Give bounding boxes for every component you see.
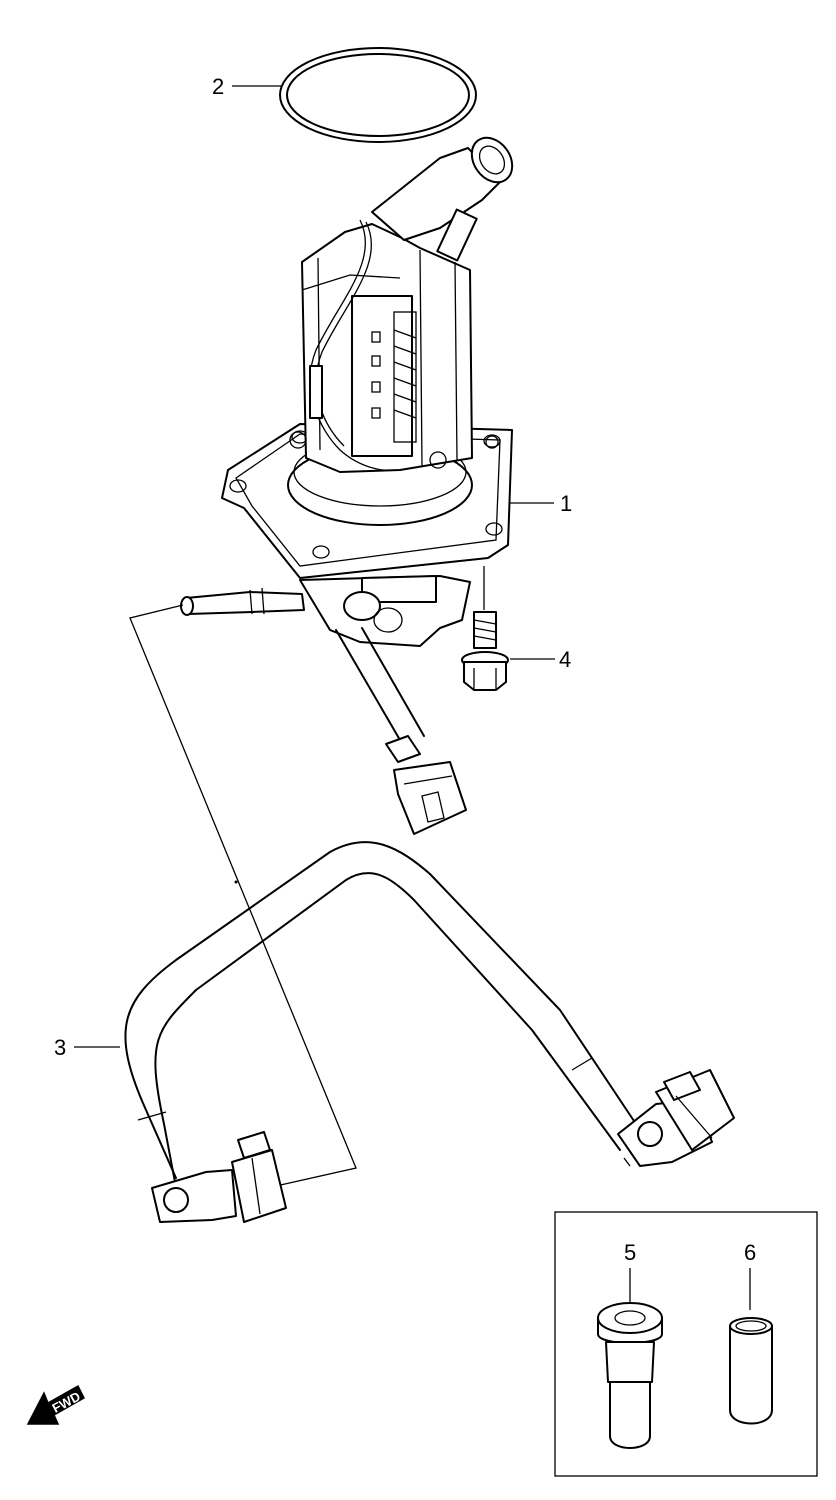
small-parts-inset xyxy=(554,1211,818,1477)
fwd-label: FWD xyxy=(50,1389,83,1416)
callout-6: 6 xyxy=(744,1240,756,1265)
fuel-pump-assembly xyxy=(180,136,514,835)
fwd-arrow-icon: FWD xyxy=(26,1384,85,1425)
fuel-hose xyxy=(124,841,735,1223)
callout-1: 1 xyxy=(560,491,572,516)
leader-dot xyxy=(234,880,238,884)
callout-4: 4 xyxy=(559,647,571,672)
gasket-o-ring xyxy=(279,47,477,143)
hose-connection-line xyxy=(129,604,357,1187)
flange-bolt xyxy=(461,611,509,691)
cap-small xyxy=(729,1268,773,1425)
plug-large xyxy=(597,1268,663,1449)
callout-2: 2 xyxy=(212,74,224,99)
callout-5: 5 xyxy=(624,1240,636,1265)
callout-3: 3 xyxy=(54,1035,66,1060)
